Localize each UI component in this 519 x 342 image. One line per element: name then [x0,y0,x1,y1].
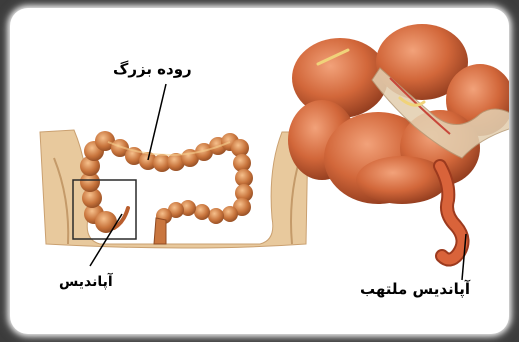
torso-panel [40,84,308,266]
colon [80,131,253,244]
ascending-colon [80,131,115,224]
diagram-card: روده بزرگ آپاندیس آپاندیس ملتهب [10,8,509,334]
sigmoid-colon [156,200,238,224]
rectum [154,218,166,244]
label-large-intestine: روده بزرگ [113,60,192,78]
torso-silhouette [40,130,308,248]
label-appendix: آپاندیس [59,274,113,290]
pointer-line-large-intestine [148,84,166,160]
closeup-panel [288,24,509,280]
label-inflamed-appendix: آپاندیس ملتهب [360,280,470,298]
descending-colon [231,139,253,216]
transverse-colon [111,133,239,172]
